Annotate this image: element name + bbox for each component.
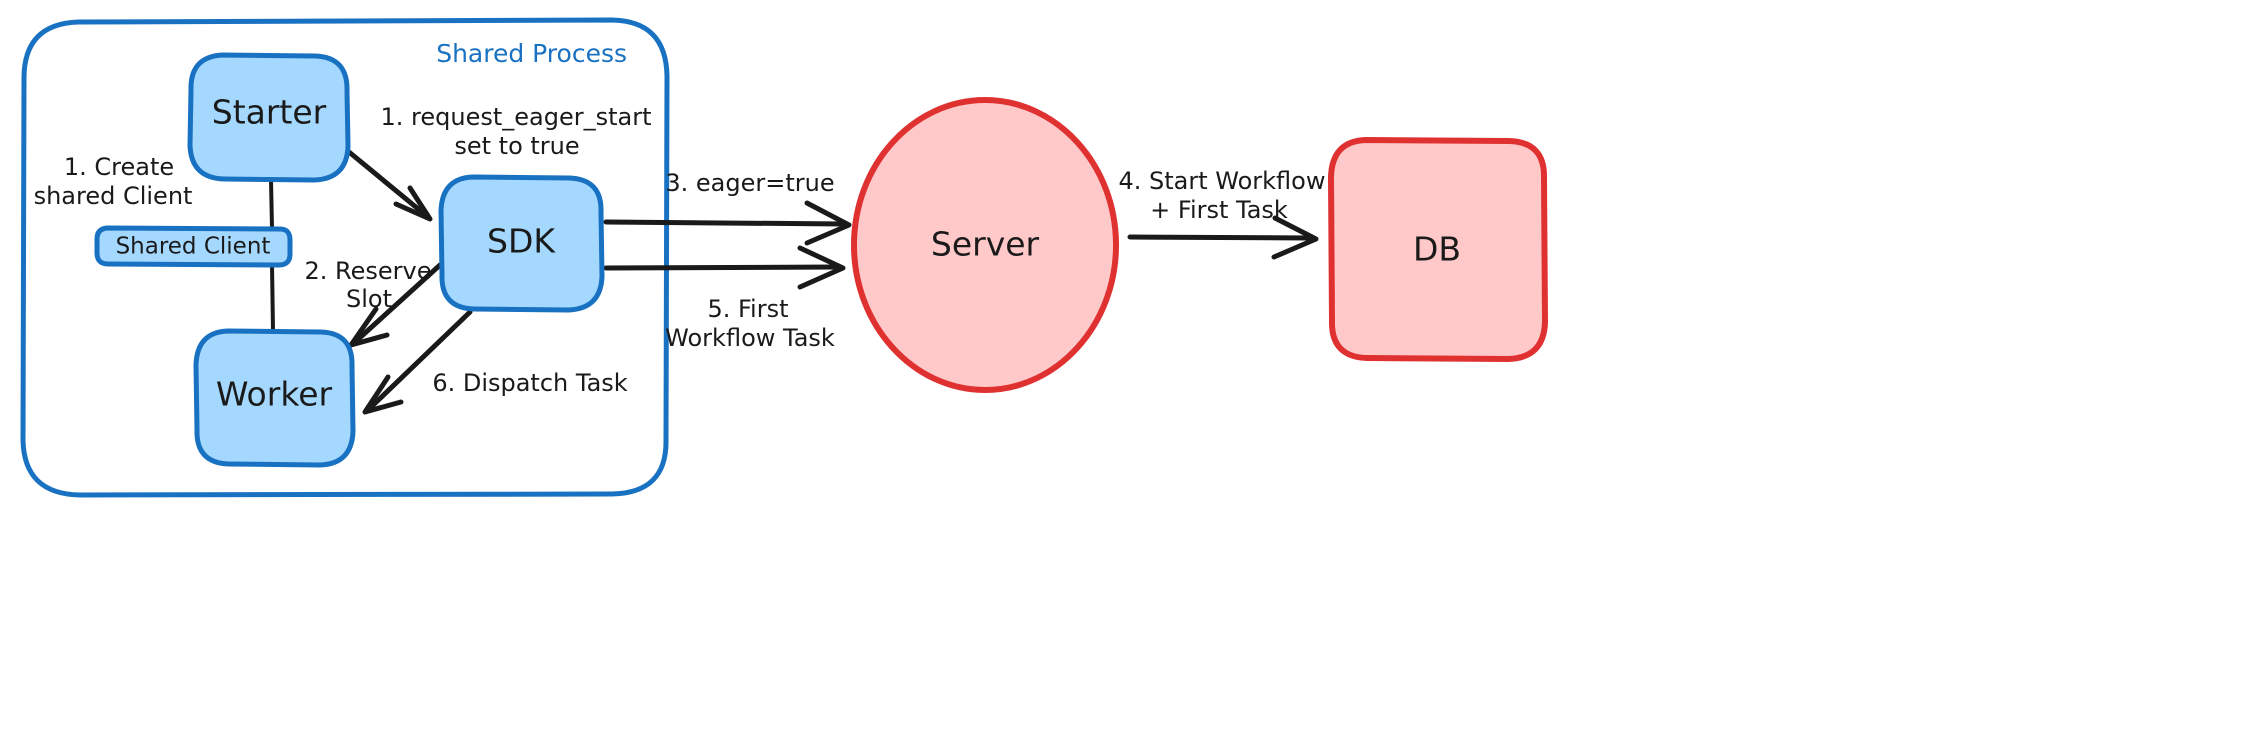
edge-line-create-shared-client — [269, 178, 274, 230]
edge-label-2-reserve-line2: Slot — [346, 285, 392, 313]
edge-label-1-request-eager-start-line1: 1. request_eager_start — [381, 103, 652, 131]
node-sdk-shape[interactable] — [438, 174, 605, 313]
edge-arrowhead-eager-true — [804, 200, 852, 246]
edge-label-6-dispatch-task: 6. Dispatch Task — [432, 369, 627, 397]
edge-label-5-first-line1: 5. First — [707, 295, 788, 323]
node-starter-shape[interactable] — [187, 52, 351, 183]
node-db-label: DB — [1413, 230, 1461, 269]
node-worker-label: Worker — [216, 375, 333, 414]
edge-line-start-workflow — [1127, 234, 1313, 241]
edge-line-eager-true — [603, 219, 848, 227]
node-worker[interactable]: Worker — [193, 328, 356, 468]
edge-arrowhead-first-workflow-task — [797, 245, 846, 290]
edge-label-1-request-eager-start-line2: set to true — [454, 132, 579, 160]
edge-line-first-workflow-task — [603, 264, 841, 271]
edge-line-shared-client-worker — [270, 263, 275, 333]
node-db-shape[interactable] — [1327, 136, 1549, 363]
edge-sdk-server-first-task: 5. First Workflow Task — [603, 245, 846, 352]
edge-line-reserve-slot — [351, 262, 443, 346]
edge-sdk-worker-reserve: 2. Reserve Slot — [305, 257, 443, 348]
node-shared-client-shape[interactable] — [94, 225, 293, 268]
edge-label-4-start-workflow-line1: 4. Start Workflow — [1119, 167, 1326, 195]
edge-starter-sdk: 1. request_eager_start set to true — [346, 103, 652, 222]
edge-server-db: 4. Start Workflow + First Task — [1119, 167, 1326, 260]
edge-starter-worker: 1. Create shared Client — [34, 153, 275, 333]
edge-label-1-create-line2: shared Client — [34, 182, 193, 210]
node-shared-client-label: Shared Client — [116, 234, 271, 260]
edge-arrowhead-request-eager-start — [393, 185, 433, 222]
edge-sdk-server-eager: 3. eager=true — [603, 169, 852, 246]
edge-line-request-eager-start — [346, 149, 431, 220]
node-worker-shape[interactable] — [193, 328, 356, 468]
shared-process-group: Shared Process — [20, 17, 670, 498]
edge-label-3-eager-true: 3. eager=true — [665, 169, 834, 197]
edge-label-2-reserve-line1: 2. Reserve — [305, 257, 432, 285]
node-sdk-label: SDK — [487, 222, 556, 261]
node-server-label: Server — [931, 225, 1040, 264]
edge-label-4-start-workflow-line2: + First Task — [1150, 196, 1288, 224]
edge-arrowhead-start-workflow — [1271, 215, 1319, 260]
edge-label-1-create-line1: 1. Create — [64, 153, 174, 181]
node-server-shape[interactable] — [850, 96, 1120, 394]
shared-process-label: Shared Process — [436, 39, 627, 68]
node-shared-client[interactable]: Shared Client — [94, 225, 293, 268]
edge-arrowhead-reserve-slot — [348, 306, 390, 348]
edge-arrowhead-dispatch-task — [362, 374, 404, 415]
shared-process-boundary — [20, 17, 670, 498]
edge-label-5-first-line2: Workflow Task — [665, 324, 835, 352]
edge-line-dispatch-task — [365, 309, 473, 413]
edge-sdk-worker-dispatch: 6. Dispatch Task — [362, 309, 628, 415]
node-server[interactable]: Server — [850, 96, 1120, 394]
node-starter-label: Starter — [212, 93, 327, 132]
node-sdk[interactable]: SDK — [438, 174, 605, 313]
node-starter[interactable]: Starter — [187, 52, 351, 183]
node-db[interactable]: DB — [1327, 136, 1549, 363]
